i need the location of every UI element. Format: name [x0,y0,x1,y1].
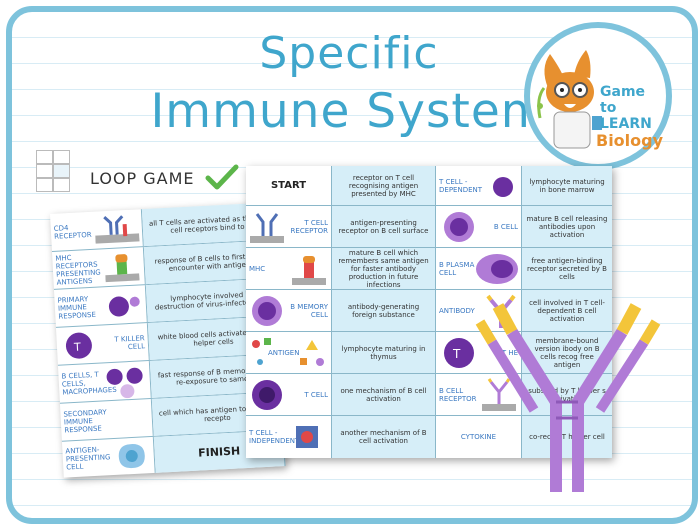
b-memory-cell-icon [252,296,282,326]
t-cell-icon [252,380,282,410]
t-cell-receptor-icon [250,213,284,243]
svg-text:T: T [73,341,82,354]
loop-card-main: START receptor on T cell recognising ant… [246,166,612,458]
table-row: MHC mature B cell which remembers same a… [246,248,436,290]
t-independent-icon [296,426,318,448]
table-row: MHC RECEPTORS PRESENTING ANTIGENS respon… [51,240,276,290]
term-label: CYTOKINE [460,433,497,441]
term-label: SECONDARY IMMUNE RESPONSE [63,407,107,435]
t-killer-cell-icon: T [65,332,92,359]
definition-text: co-recep T helper cell [522,416,612,458]
definition-text: mature B cell releasing antibodies upon … [522,206,612,247]
definition-text: receptor on T cell recognising antigen p… [332,166,436,205]
t-helper-cell-icon: T [444,338,474,368]
table-row: T CELL one mechanism of B cell activatio… [246,374,436,416]
table-row: T T KILLER CELL white blood cells activa… [55,316,280,366]
loop-card-left: CD4 RECEPTOR all T cells are activated a… [50,202,286,478]
term-label: MHC RECEPTORS PRESENTING ANTIGENS [55,253,101,287]
term-label: T CELL RECEPTOR [290,218,328,235]
term-label: CD4 RECEPTOR [53,223,92,241]
loop-game-label: LOOP GAME [90,164,239,190]
table-row: B CELLS, T CELLS, MACROPHAGES fast respo… [57,354,282,404]
card-thumbnails-icon [36,150,84,194]
definition-text: lymphocyte maturing in thymus [332,332,436,373]
term-label: ANTIBODY [439,306,475,315]
b-plasma-cell-icon [476,254,518,284]
checkmark-icon [205,164,239,190]
term-label: T CELL - DEPENDENT [439,177,483,194]
table-row: PRIMARY IMMUNE RESPONSE lymphocyte invol… [53,278,278,328]
term-label: B PLASMA CELL [439,260,475,277]
white-blood-cells-icon [106,367,143,399]
definition-text: one mechanism of B cell activation [332,374,436,415]
page-title-line2: Immune System [150,84,548,139]
table-row: T CELL - INDEPENDENT another mechanism o… [246,416,436,458]
table-row: START receptor on T cell recognising ant… [246,166,436,206]
table-row: ANTIGEN-PRESENTING CELL FINISH [61,430,286,478]
term-label: B CELL [493,222,518,231]
term-label: T CELL [304,390,328,399]
svg-text:T: T [452,347,461,361]
table-row: B CELL mature B cell releasing antibodie… [436,206,612,248]
antigen-shapes-icon [252,338,324,366]
table-row: T CELL - DEPENDENT lymphocyte maturing i… [436,166,612,206]
antibody-illustration-icon [475,303,661,492]
term-label: T KILLER CELL [114,333,146,351]
table-row: ANTIGEN lymphocyte maturing in thymus [246,332,436,374]
start-label: START [246,166,332,205]
term-label: ANTIGEN-PRESENTING CELL [65,445,111,472]
t-dependent-cell-icon [493,177,513,197]
table-row: CYTOKINE co-recep T helper cell [436,416,612,458]
logo-subject: Biology [596,131,664,150]
antigen-presenting-cell-icon [118,444,145,469]
fox-scientist-icon [537,50,602,149]
definition-text: mature B cell which remembers same antig… [332,248,436,289]
definition-text: lymphocyte maturing in bone marrow [522,166,612,205]
term-label: B MEMORY CELL [290,302,328,319]
table-row: ANTIBODY cell involved in T cell-depende… [436,290,612,332]
term-label: B CELLS, T CELLS, MACROPHAGES [61,370,117,397]
page-title-line1: Specific [259,28,439,79]
term-label: ANTIGEN [268,348,300,357]
mhc-receptor-icon [105,254,140,283]
term-label: PRIMARY IMMUNE RESPONSE [57,294,97,321]
mhc-icon [292,256,326,285]
b-cell-icon [444,212,474,242]
table-row: CD4 RECEPTOR all T cells are activated a… [50,202,274,252]
immune-cell-icon [108,296,140,317]
term-label: T CELL - INDEPENDENT [249,429,300,445]
definition-text: free antigen-binding receptor secreted b… [522,248,612,289]
table-row: B MEMORY CELL antibody-generating foreig… [246,290,436,332]
table-row: T CELL RECEPTOR antigen-presenting recep… [246,206,436,248]
term-label: B CELL RECEPTOR [439,386,477,403]
definition-text: antibody-generating foreign substance [332,290,436,331]
definition-text: another mechanism of B cell activation [332,416,436,458]
definition-text: antigen-presenting receptor on B cell su… [332,206,436,247]
term-label: T HE [501,348,518,357]
cd4-receptor-icon [95,215,140,244]
table-row: B PLASMA CELL free antigen-binding recep… [436,248,612,290]
definition-text: cell involved in T cell-dependent B cell… [522,290,612,331]
b-cell-receptor-icon [482,378,516,411]
term-label: MHC [249,264,266,273]
